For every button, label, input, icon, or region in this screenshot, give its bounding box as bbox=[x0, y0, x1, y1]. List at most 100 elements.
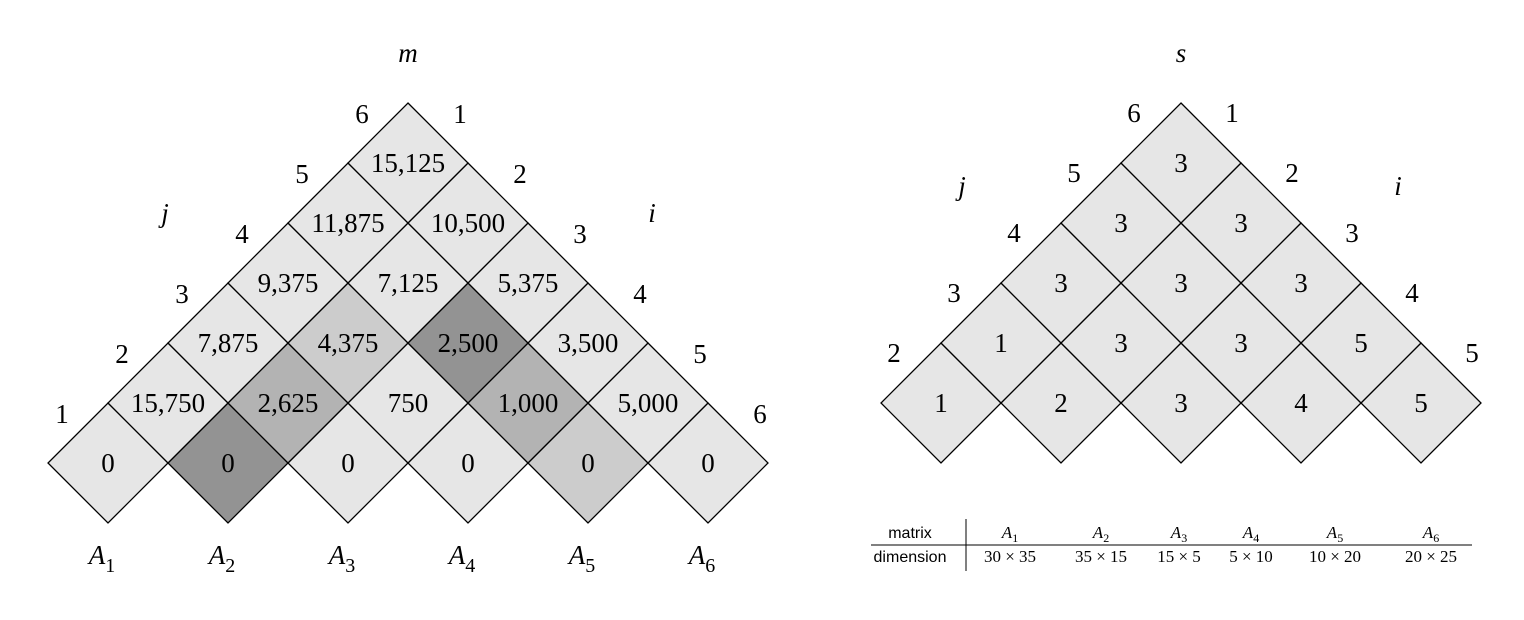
m-j-axis-label: j bbox=[158, 198, 169, 228]
m-j-tick-label: 2 bbox=[115, 339, 129, 369]
matrix-subscript: 2 bbox=[225, 555, 235, 577]
matrix-subscript: 1 bbox=[1012, 531, 1018, 545]
matrix-subscript: 5 bbox=[1337, 531, 1343, 545]
dimension-table-dimension: 15 × 5 bbox=[1157, 547, 1201, 566]
m-matrix-label: A2 bbox=[207, 540, 236, 577]
m-cell-value: 15,125 bbox=[371, 148, 445, 178]
m-cell-value: 750 bbox=[388, 388, 429, 418]
matrix-subscript: 4 bbox=[465, 555, 475, 577]
matrix-subscript: 2 bbox=[1103, 531, 1109, 545]
m-cell-value: 7,875 bbox=[198, 328, 259, 358]
m-cell-value: 4,375 bbox=[318, 328, 379, 358]
s-j-axis-label: j bbox=[955, 171, 966, 201]
m-matrix-label: A3 bbox=[327, 540, 356, 577]
m-cell-value: 0 bbox=[461, 448, 475, 478]
m-cell-value: 0 bbox=[581, 448, 595, 478]
m-cell-value: 0 bbox=[701, 448, 715, 478]
matrix-letter: A bbox=[1092, 523, 1104, 542]
dimension-table-matrix-name: A1 bbox=[1001, 523, 1018, 545]
m-cell-value: 9,375 bbox=[258, 268, 319, 298]
dimension-table-matrix-name: A5 bbox=[1326, 523, 1343, 545]
m-matrix-label: A6 bbox=[687, 540, 716, 577]
matrix-subscript: 4 bbox=[1253, 531, 1259, 545]
s-cell-value: 3 bbox=[1114, 328, 1128, 358]
m-j-tick-label: 3 bbox=[175, 279, 189, 309]
m-cell-value: 2,500 bbox=[438, 328, 499, 358]
matrix-letter: A bbox=[1422, 523, 1434, 542]
s-cell-value: 4 bbox=[1294, 388, 1308, 418]
matrix-letter: A bbox=[687, 540, 706, 570]
m-i-tick-label: 3 bbox=[573, 219, 587, 249]
matrix-row-header: matrix bbox=[888, 525, 932, 542]
dimension-table-dimension: 20 × 25 bbox=[1405, 547, 1457, 566]
m-cell-value: 7,125 bbox=[378, 268, 439, 298]
m-i-tick-label: 4 bbox=[633, 279, 647, 309]
m-cell-value: 10,500 bbox=[431, 208, 505, 238]
matrix-letter: A bbox=[207, 540, 226, 570]
s-cell-value: 5 bbox=[1414, 388, 1428, 418]
m-i-tick-label: 5 bbox=[693, 339, 707, 369]
m-j-tick-label: 4 bbox=[235, 219, 249, 249]
matrix-letter: A bbox=[1326, 523, 1338, 542]
s-cell-value: 1 bbox=[994, 328, 1008, 358]
s-cell bbox=[1120, 102, 1242, 224]
s-j-tick-label: 3 bbox=[947, 278, 961, 308]
m-matrix-label: A5 bbox=[567, 540, 596, 577]
dimension-table-dimension: 30 × 35 bbox=[984, 547, 1036, 566]
m-i-axis-label: i bbox=[648, 198, 656, 228]
s-cell-value: 3 bbox=[1174, 268, 1188, 298]
m-cell-value: 1,000 bbox=[498, 388, 559, 418]
m-matrix-label: A4 bbox=[447, 540, 476, 577]
dimension-table-dimension: 35 × 15 bbox=[1075, 547, 1127, 566]
s-cell-value: 3 bbox=[1114, 208, 1128, 238]
m-cell-value: 0 bbox=[341, 448, 355, 478]
matrix-letter: A bbox=[1242, 523, 1254, 542]
dimension-table-dimension: 10 × 20 bbox=[1309, 547, 1361, 566]
m-j-tick-label: 6 bbox=[355, 99, 369, 129]
matrix-subscript: 3 bbox=[1181, 531, 1187, 545]
s-j-tick-label: 6 bbox=[1127, 98, 1141, 128]
m-cell-value: 5,000 bbox=[618, 388, 679, 418]
s-cell-value: 3 bbox=[1054, 268, 1068, 298]
dimension-table-matrix-name: A3 bbox=[1170, 523, 1187, 545]
m-i-tick-label: 2 bbox=[513, 159, 527, 189]
s-j-tick-label: 4 bbox=[1007, 218, 1021, 248]
matrix-subscript: 5 bbox=[585, 555, 595, 577]
m-i-tick-label: 6 bbox=[753, 399, 767, 429]
matrix-subscript: 3 bbox=[345, 555, 355, 577]
matrix-letter: A bbox=[1001, 523, 1013, 542]
matrix-subscript: 1 bbox=[105, 555, 115, 577]
m-j-tick-label: 1 bbox=[55, 399, 69, 429]
dimension-table-matrix-name: A2 bbox=[1092, 523, 1109, 545]
s-cell-value: 3 bbox=[1174, 148, 1188, 178]
s-cell-value: 3 bbox=[1294, 268, 1308, 298]
m-cell-value: 3,500 bbox=[558, 328, 619, 358]
s-cell-value: 3 bbox=[1234, 328, 1248, 358]
m-cell-value: 11,875 bbox=[311, 208, 384, 238]
m-cell-value: 2,625 bbox=[258, 388, 319, 418]
s-i-tick-label: 5 bbox=[1465, 338, 1479, 368]
matrix-subscript: 6 bbox=[1433, 531, 1439, 545]
s-i-tick-label: 2 bbox=[1285, 158, 1299, 188]
m-cell-value: 15,750 bbox=[131, 388, 205, 418]
dimension-table-dimension: 5 × 10 bbox=[1229, 547, 1273, 566]
m-cell-value: 0 bbox=[221, 448, 235, 478]
dimension-row-header: dimension bbox=[874, 549, 947, 566]
matrix-letter: A bbox=[327, 540, 346, 570]
s-i-tick-label: 4 bbox=[1405, 278, 1419, 308]
s-table-title: s bbox=[1176, 38, 1187, 68]
m-table-title: m bbox=[398, 38, 418, 68]
s-cell-value: 2 bbox=[1054, 388, 1068, 418]
dimension-table-matrix-name: A4 bbox=[1242, 523, 1259, 545]
s-cell-value: 5 bbox=[1354, 328, 1368, 358]
s-i-tick-label: 3 bbox=[1345, 218, 1359, 248]
matrix-letter: A bbox=[447, 540, 466, 570]
matrix-letter: A bbox=[567, 540, 586, 570]
s-cell-value: 1 bbox=[934, 388, 948, 418]
s-cell-value: 3 bbox=[1234, 208, 1248, 238]
s-j-tick-label: 5 bbox=[1067, 158, 1081, 188]
s-i-axis-label: i bbox=[1394, 171, 1402, 201]
